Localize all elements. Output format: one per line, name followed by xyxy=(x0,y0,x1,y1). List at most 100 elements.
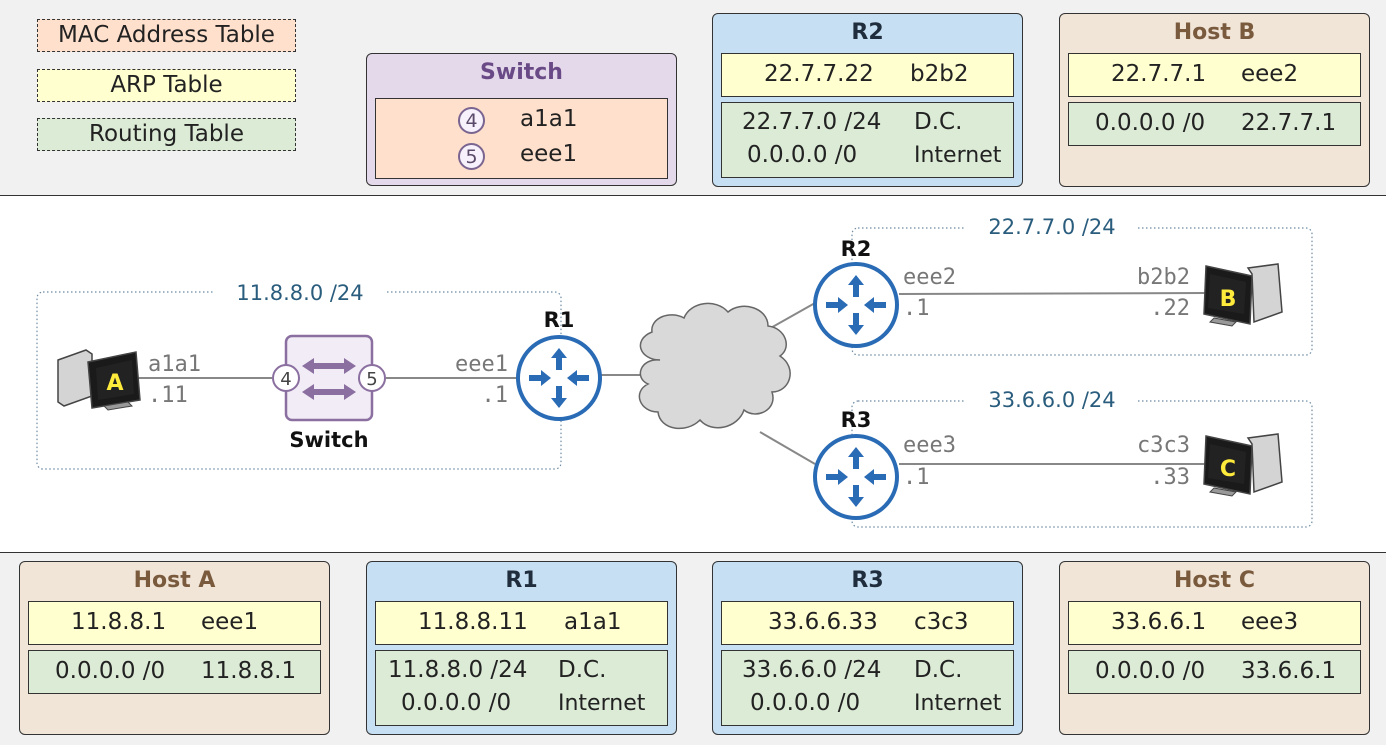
route-next: Internet xyxy=(558,691,646,716)
arp-ip: 22.7.7.22 xyxy=(764,61,874,87)
switch-port-4-circle xyxy=(272,364,300,392)
host-b-computer-icon: B xyxy=(1203,263,1283,327)
r3-mac-label: eee3 xyxy=(903,433,956,458)
r1-name-label: R1 xyxy=(544,308,575,332)
route-net: 0.0.0.0 /0 xyxy=(55,658,166,684)
host-c-mac-label: c3c3 xyxy=(1137,433,1190,458)
r2-name-label: R2 xyxy=(841,237,872,261)
link-cloud-r3 xyxy=(759,431,816,465)
subnet-b-label-bg xyxy=(966,215,1136,239)
hostb-arp-table: 22.7.7.1 eee2 xyxy=(1068,53,1361,97)
arp-ip: 11.8.8.11 xyxy=(418,609,528,635)
hosta-arp-table: 11.8.8.1 eee1 xyxy=(28,601,321,645)
host-b-ip-label: .22 xyxy=(1150,296,1190,321)
route-next: D.C. xyxy=(914,657,963,683)
host-c-letter: C xyxy=(1220,457,1236,482)
r1-panel-title: R1 xyxy=(505,568,538,593)
arp-mac: eee3 xyxy=(1241,609,1299,635)
route-next: 11.8.8.1 xyxy=(201,658,297,684)
r2-ip-label: .1 xyxy=(903,296,930,321)
arp-mac: eee1 xyxy=(201,609,259,635)
mac-entry-mac: eee1 xyxy=(520,141,578,167)
host-b-letter: B xyxy=(1220,287,1237,312)
arp-ip: 11.8.8.1 xyxy=(71,609,167,635)
hostc-arp-table: 33.6.6.1 eee3 xyxy=(1068,601,1361,645)
hostc-panel-title: Host C xyxy=(1174,568,1255,593)
switch-port-5-label: 5 xyxy=(366,369,377,390)
arp-mac: c3c3 xyxy=(914,609,969,635)
switch-port-5-circle xyxy=(358,364,386,392)
host-a-letter: A xyxy=(106,371,123,396)
route-next: D.C. xyxy=(558,657,607,683)
r3-router-icon xyxy=(813,434,899,520)
host-a-ip-label: .11 xyxy=(148,383,188,408)
host-a-computer-icon: A xyxy=(57,349,141,411)
route-next: 33.6.6.1 xyxy=(1241,658,1337,684)
hostb-panel: Host B 22.7.7.1 eee2 0.0.0.0 /0 22.7.7.1 xyxy=(1059,13,1370,187)
route-next: D.C. xyxy=(914,109,963,135)
route-net: 33.6.6.0 /24 xyxy=(742,657,882,683)
route-next: Internet xyxy=(914,143,1002,168)
r2-router-icon xyxy=(813,262,899,348)
route-net: 0.0.0.0 /0 xyxy=(1095,110,1206,136)
switch-panel: Switch 4 a1a1 5 eee1 xyxy=(366,53,677,186)
arp-mac: eee2 xyxy=(1241,61,1299,87)
r2-panel-title: R2 xyxy=(851,20,884,45)
route-next: 22.7.7.1 xyxy=(1241,110,1337,136)
r1-mac-label: eee1 xyxy=(455,352,508,377)
r1-router-icon xyxy=(516,335,602,421)
mac-entry-mac: a1a1 xyxy=(520,106,578,132)
arp-ip: 33.6.6.33 xyxy=(768,609,878,635)
hostc-routing-table: 0.0.0.0 /0 33.6.6.1 xyxy=(1068,650,1361,694)
arp-ip: 22.7.7.1 xyxy=(1111,61,1207,87)
r2-panel: R2 22.7.7.22 b2b2 22.7.7.0 /24 D.C. 0.0.… xyxy=(712,13,1023,187)
switch-mac-table: 4 a1a1 5 eee1 xyxy=(375,98,668,179)
legend-routing-table: Routing Table xyxy=(37,118,296,151)
internet-cloud-icon xyxy=(638,302,791,430)
hostb-routing-table: 0.0.0.0 /0 22.7.7.1 xyxy=(1068,102,1361,146)
host-c-ip-label: .33 xyxy=(1150,465,1190,490)
subnet-b-label: 22.7.7.0 /24 xyxy=(988,215,1115,239)
host-c-computer-icon: C xyxy=(1203,433,1283,497)
route-net: 0.0.0.0 /0 xyxy=(750,690,861,716)
port-4-badge: 4 xyxy=(458,107,485,134)
route-net: 0.0.0.0 /0 xyxy=(747,142,858,168)
hostc-panel: Host C 33.6.6.1 eee3 0.0.0.0 /0 33.6.6.1 xyxy=(1059,561,1370,735)
hosta-routing-table: 0.0.0.0 /0 11.8.8.1 xyxy=(28,650,321,694)
r2-arp-table: 22.7.7.22 b2b2 xyxy=(721,53,1014,97)
hostb-panel-title: Host B xyxy=(1173,20,1256,45)
route-net: 0.0.0.0 /0 xyxy=(401,690,512,716)
port-5-badge: 5 xyxy=(458,143,485,170)
hosta-panel: Host A 11.8.8.1 eee1 0.0.0.0 /0 11.8.8.1 xyxy=(19,561,330,735)
route-net: 22.7.7.0 /24 xyxy=(742,109,882,135)
legend-mac-table: MAC Address Table xyxy=(37,19,296,52)
r1-ip-label: .1 xyxy=(482,383,509,408)
switch-label: Switch xyxy=(289,428,368,452)
r3-arp-table: 33.6.6.33 c3c3 xyxy=(721,601,1014,645)
switch-port-4-label: 4 xyxy=(280,369,291,390)
r3-ip-label: .1 xyxy=(903,465,930,490)
r3-name-label: R3 xyxy=(841,408,872,432)
link-r2-hostb xyxy=(898,292,1206,295)
arp-mac: a1a1 xyxy=(564,609,622,635)
subnet-a-label-bg xyxy=(215,282,385,304)
route-net: 11.8.8.0 /24 xyxy=(388,657,528,683)
r2-routing-table: 22.7.7.0 /24 D.C. 0.0.0.0 /0 Internet xyxy=(721,102,1014,178)
subnet-c-label-bg xyxy=(966,388,1136,412)
r3-routing-table: 33.6.6.0 /24 D.C. 0.0.0.0 /0 Internet xyxy=(721,650,1014,726)
host-a-mac-label: a1a1 xyxy=(148,352,201,377)
hosta-panel-title: Host A xyxy=(133,568,216,593)
route-next: Internet xyxy=(914,691,1002,716)
legend-arp-table: ARP Table xyxy=(37,69,296,102)
route-net: 0.0.0.0 /0 xyxy=(1095,658,1206,684)
arp-ip: 33.6.6.1 xyxy=(1111,609,1207,635)
switch-panel-title: Switch xyxy=(480,60,563,85)
arp-mac: b2b2 xyxy=(910,61,969,87)
r2-mac-label: eee2 xyxy=(903,265,956,290)
r3-panel-title: R3 xyxy=(851,568,884,593)
host-b-mac-label: b2b2 xyxy=(1137,265,1190,290)
r3-panel: R3 33.6.6.33 c3c3 33.6.6.0 /24 D.C. 0.0.… xyxy=(712,561,1023,735)
r1-routing-table: 11.8.8.0 /24 D.C. 0.0.0.0 /0 Internet xyxy=(375,650,668,726)
subnet-a-label: 11.8.8.0 /24 xyxy=(236,281,363,305)
